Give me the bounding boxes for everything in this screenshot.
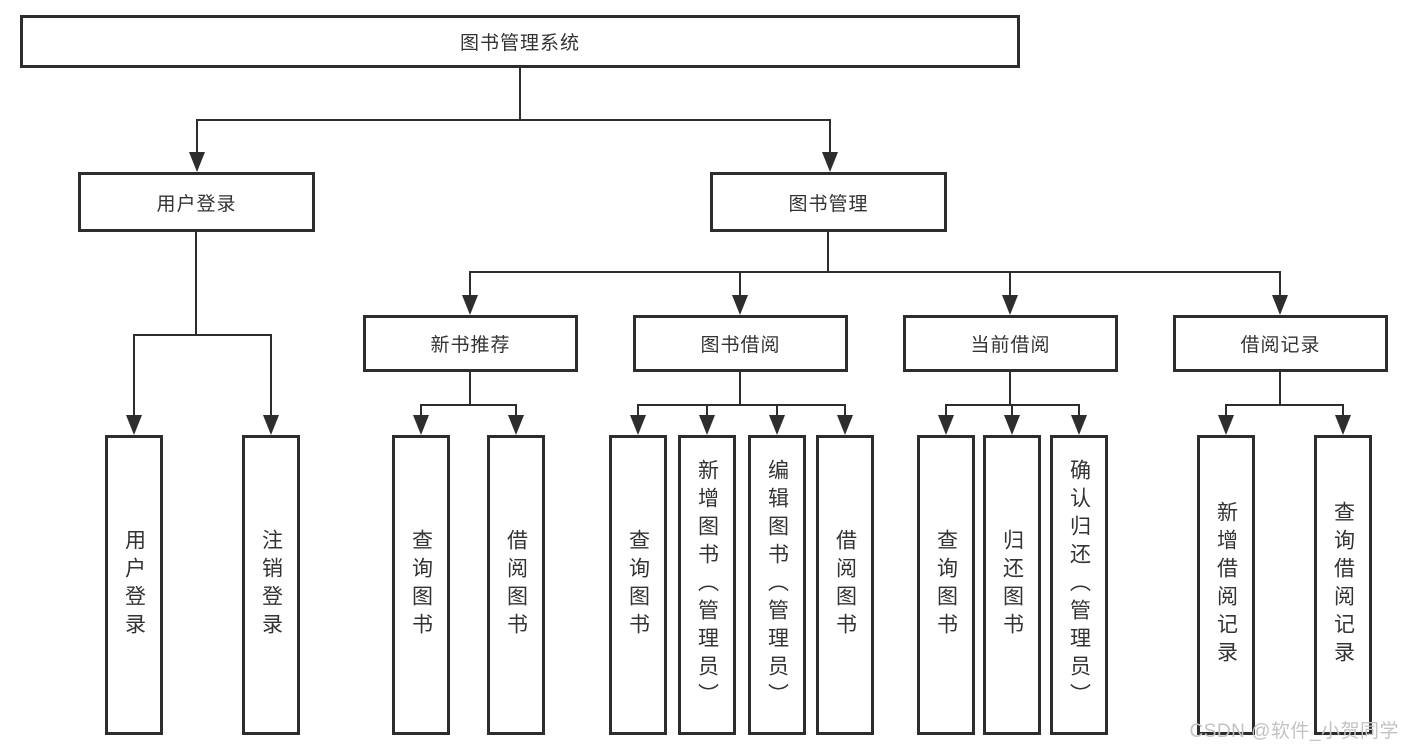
connector-line: [1279, 372, 1281, 405]
arrow-down-icon: [938, 415, 954, 435]
connector-line: [945, 404, 947, 417]
leaf-label: 查询图书: [626, 529, 650, 641]
connector-line: [270, 334, 272, 417]
leaf-query-books-current: 查询图书: [917, 435, 975, 735]
arrow-down-icon: [630, 415, 646, 435]
node-user-login: 用户登录: [78, 172, 315, 232]
arrow-down-icon: [462, 295, 478, 315]
arrow-down-icon: [822, 152, 838, 172]
arrow-down-icon: [1004, 415, 1020, 435]
connector-line: [133, 334, 272, 336]
connector-line: [739, 271, 741, 297]
leaf-logout: 注销登录: [242, 435, 300, 735]
arrow-down-icon: [1071, 415, 1087, 435]
node-book-management: 图书管理: [710, 172, 947, 232]
connector-line: [844, 404, 846, 417]
leaf-borrow-books-recommend: 借阅图书: [487, 435, 545, 735]
arrow-down-icon: [1218, 415, 1234, 435]
node-label: 用户登录: [156, 193, 237, 215]
connector-line: [829, 119, 831, 154]
leaf-query-books-borrowing: 查询图书: [609, 435, 667, 735]
connector-line: [519, 68, 521, 120]
node-label: 图书管理: [788, 193, 869, 215]
leaf-confirm-return-admin: 确认归还（管理员）: [1050, 435, 1108, 735]
connector-line: [1342, 404, 1344, 417]
leaf-label: 新增借阅记录: [1214, 501, 1238, 669]
connector-line: [827, 232, 829, 272]
node-label: 图书管理系统: [459, 33, 580, 54]
connector-line: [196, 119, 830, 121]
connector-line: [469, 271, 471, 297]
arrow-down-icon: [769, 415, 785, 435]
connector-line: [706, 404, 708, 417]
leaf-label: 编辑图书（管理员）: [765, 459, 789, 711]
arrow-down-icon: [1002, 295, 1018, 315]
arrow-down-icon: [1335, 415, 1351, 435]
connector-line: [1078, 404, 1080, 417]
connector-line: [133, 334, 135, 417]
leaf-label: 查询图书: [409, 529, 433, 641]
leaf-label: 归还图书: [1000, 529, 1024, 641]
leaf-user-login: 用户登录: [105, 435, 163, 735]
arrow-down-icon: [126, 415, 142, 435]
node-label: 当前借阅: [970, 335, 1051, 356]
connector-line: [515, 404, 517, 417]
leaf-return-books: 归还图书: [983, 435, 1041, 735]
leaf-label: 注销登录: [259, 529, 283, 641]
arrow-down-icon: [263, 415, 279, 435]
arrow-down-icon: [732, 295, 748, 315]
arrow-down-icon: [1272, 295, 1288, 315]
connector-line: [1009, 372, 1011, 405]
leaf-add-books-admin: 新增图书（管理员）: [678, 435, 736, 735]
leaf-borrow-books: 借阅图书: [816, 435, 874, 735]
connector-line: [196, 119, 198, 154]
connector-line: [420, 404, 422, 417]
node-root-library-system: 图书管理系统: [20, 15, 1020, 68]
connector-line: [469, 271, 1281, 273]
leaf-label: 用户登录: [122, 529, 146, 641]
leaf-query-books-recommend: 查询图书: [392, 435, 450, 735]
connector-line: [1279, 271, 1281, 297]
leaf-query-borrow-record: 查询借阅记录: [1314, 435, 1372, 735]
node-new-book-recommend: 新书推荐: [363, 315, 578, 372]
arrow-down-icon: [837, 415, 853, 435]
node-label: 借阅记录: [1240, 335, 1321, 356]
arrow-down-icon: [413, 415, 429, 435]
node-label: 新书推荐: [430, 335, 511, 356]
connector-line: [1225, 404, 1227, 417]
connector-line: [1225, 404, 1344, 406]
leaf-label: 新增图书（管理员）: [695, 459, 719, 711]
arrow-down-icon: [189, 152, 205, 172]
connector-line: [420, 404, 517, 406]
leaf-edit-books-admin: 编辑图书（管理员）: [748, 435, 806, 735]
leaf-label: 借阅图书: [504, 529, 528, 641]
leaf-label: 查询借阅记录: [1331, 501, 1355, 669]
connector-line: [1009, 271, 1011, 297]
connector-line: [469, 372, 471, 405]
leaf-add-borrow-record: 新增借阅记录: [1197, 435, 1255, 735]
leaf-label: 查询图书: [934, 529, 958, 641]
node-current-borrowing: 当前借阅: [903, 315, 1118, 372]
connector-line: [195, 232, 197, 335]
node-label: 图书借阅: [700, 335, 781, 356]
leaf-label: 确认归还（管理员）: [1067, 459, 1091, 711]
leaf-label: 借阅图书: [833, 529, 857, 641]
connector-line: [637, 404, 846, 406]
connector-line: [637, 404, 639, 417]
node-borrowing-records: 借阅记录: [1173, 315, 1388, 372]
connector-line: [1011, 404, 1013, 417]
arrow-down-icon: [508, 415, 524, 435]
node-book-borrowing: 图书借阅: [633, 315, 848, 372]
arrow-down-icon: [699, 415, 715, 435]
connector-line: [776, 404, 778, 417]
connector-line: [739, 372, 741, 405]
